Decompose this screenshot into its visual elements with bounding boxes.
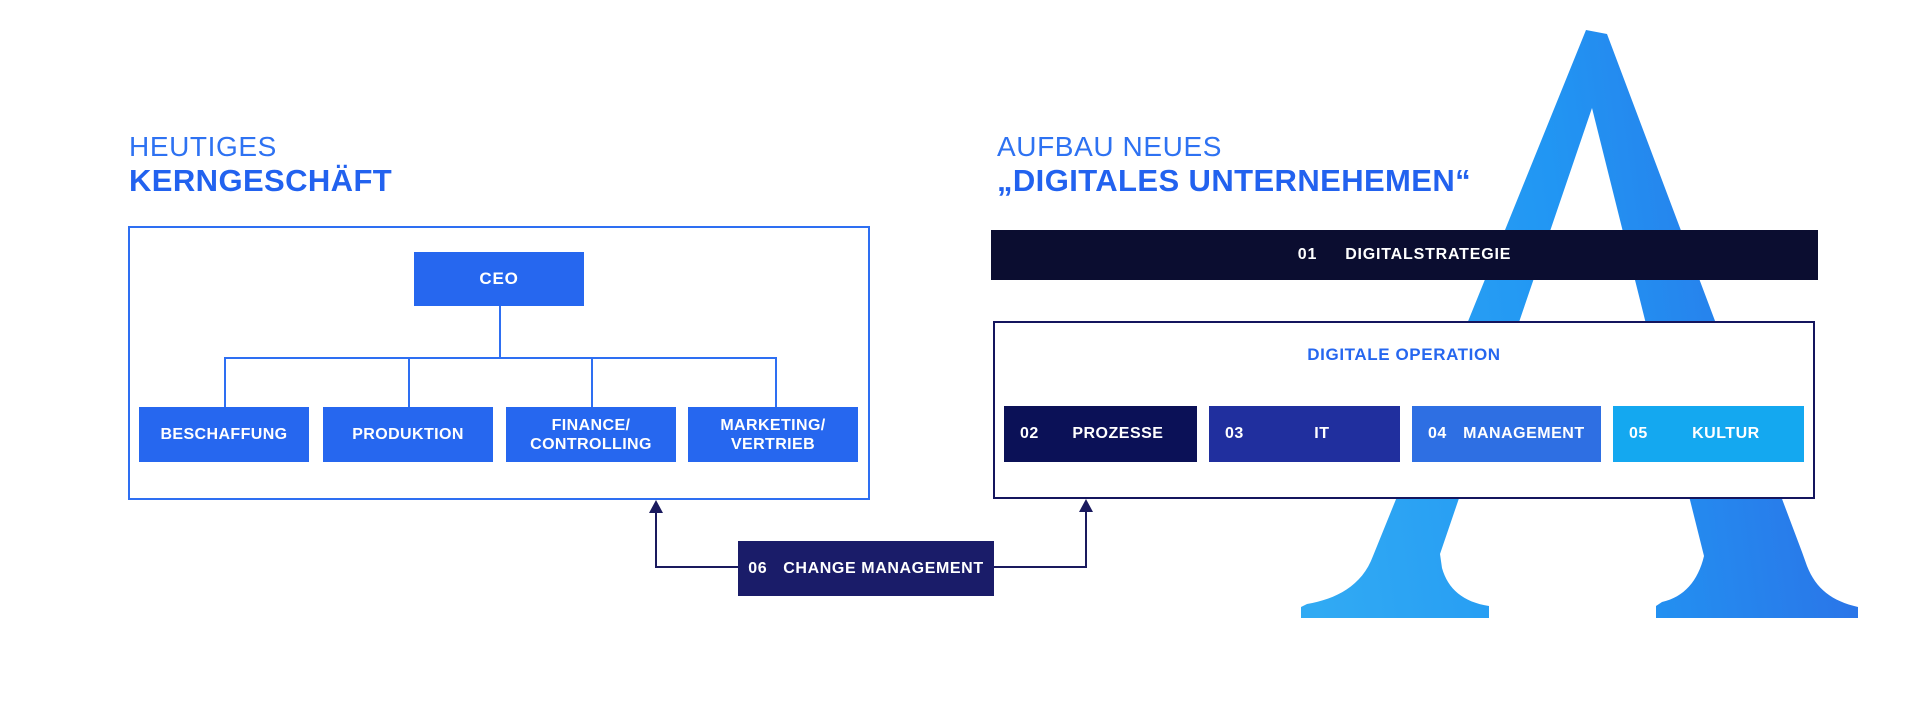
digitalstrategie-label: DIGITALSTRATEGIE: [1345, 246, 1512, 263]
operation-item-number: 02: [1020, 425, 1039, 442]
digitalstrategie-bar: 01 DIGITALSTRATEGIE: [991, 230, 1818, 280]
org-connector-ceo-drop: [499, 306, 501, 359]
digitalstrategie-number: 01: [1297, 246, 1318, 263]
left-heading-title: KERNGESCHÄFT: [129, 163, 393, 198]
digitale-operation-frame: DIGITALE OPERATION 02 PROZESSE 03 IT 04 …: [993, 321, 1815, 499]
left-heading: HEUTIGES KERNGESCHÄFT: [129, 130, 392, 199]
change-management-number: 06: [748, 559, 768, 577]
org-chart-frame: CEO BESCHAFFUNG PRODUKTION FINANCE/ CONT…: [128, 226, 870, 500]
operation-item-it: 03 IT: [1209, 406, 1400, 462]
dept-box-marketing-vertrieb: MARKETING/ VERTRIEB: [688, 407, 858, 462]
operation-item-label: KULTUR: [1692, 425, 1760, 442]
connector-right-vertical: [1085, 510, 1087, 568]
change-management-bar: 06 CHANGE MANAGEMENT: [738, 541, 994, 596]
operation-item-label: PROZESSE: [1072, 425, 1164, 442]
dept-label: BESCHAFFUNG: [160, 426, 288, 443]
dept-label: PRODUKTION: [352, 426, 464, 443]
right-heading: AUFBAU NEUES „DIGITALES UNTERNEHEMEN“: [997, 130, 1471, 199]
operation-item-number: 03: [1225, 425, 1244, 442]
connector-left-vertical: [655, 511, 657, 568]
operation-item-prozesse: 02 PROZESSE: [1004, 406, 1197, 462]
operation-item-label: IT: [1314, 425, 1330, 442]
dept-label: FINANCE/: [551, 416, 631, 434]
operation-item-number: 04: [1428, 425, 1447, 442]
ceo-box: CEO: [414, 252, 584, 306]
org-connector-drop-4: [775, 357, 777, 407]
dept-box-finance-controlling: FINANCE/ CONTROLLING: [506, 407, 676, 462]
right-heading-eyebrow: AUFBAU NEUES: [997, 131, 1223, 162]
operation-item-number: 05: [1629, 425, 1648, 442]
operation-item-management: 04 MANAGEMENT: [1412, 406, 1601, 462]
up-arrow-icon: [649, 500, 663, 513]
change-management-label: CHANGE MANAGEMENT: [783, 559, 984, 577]
org-connector-branch: [224, 357, 777, 359]
left-heading-eyebrow: HEUTIGES: [129, 131, 277, 162]
right-heading-title: „DIGITALES UNTERNEHEMEN“: [997, 163, 1472, 198]
dept-box-produktion: PRODUKTION: [323, 407, 493, 462]
ceo-label: CEO: [479, 269, 519, 288]
up-arrow-icon: [1079, 499, 1093, 512]
org-connector-drop-1: [224, 357, 226, 407]
dept-label: VERTRIEB: [730, 435, 816, 453]
digitale-operation-title: DIGITALE OPERATION: [1307, 345, 1501, 364]
dept-label: CONTROLLING: [530, 435, 652, 453]
dept-box-beschaffung: BESCHAFFUNG: [139, 407, 309, 462]
org-connector-drop-3: [591, 357, 593, 407]
org-connector-drop-2: [408, 357, 410, 407]
operation-item-label: MANAGEMENT: [1463, 425, 1585, 442]
operation-item-kultur: 05 KULTUR: [1613, 406, 1804, 462]
dept-label: MARKETING/: [720, 416, 826, 434]
